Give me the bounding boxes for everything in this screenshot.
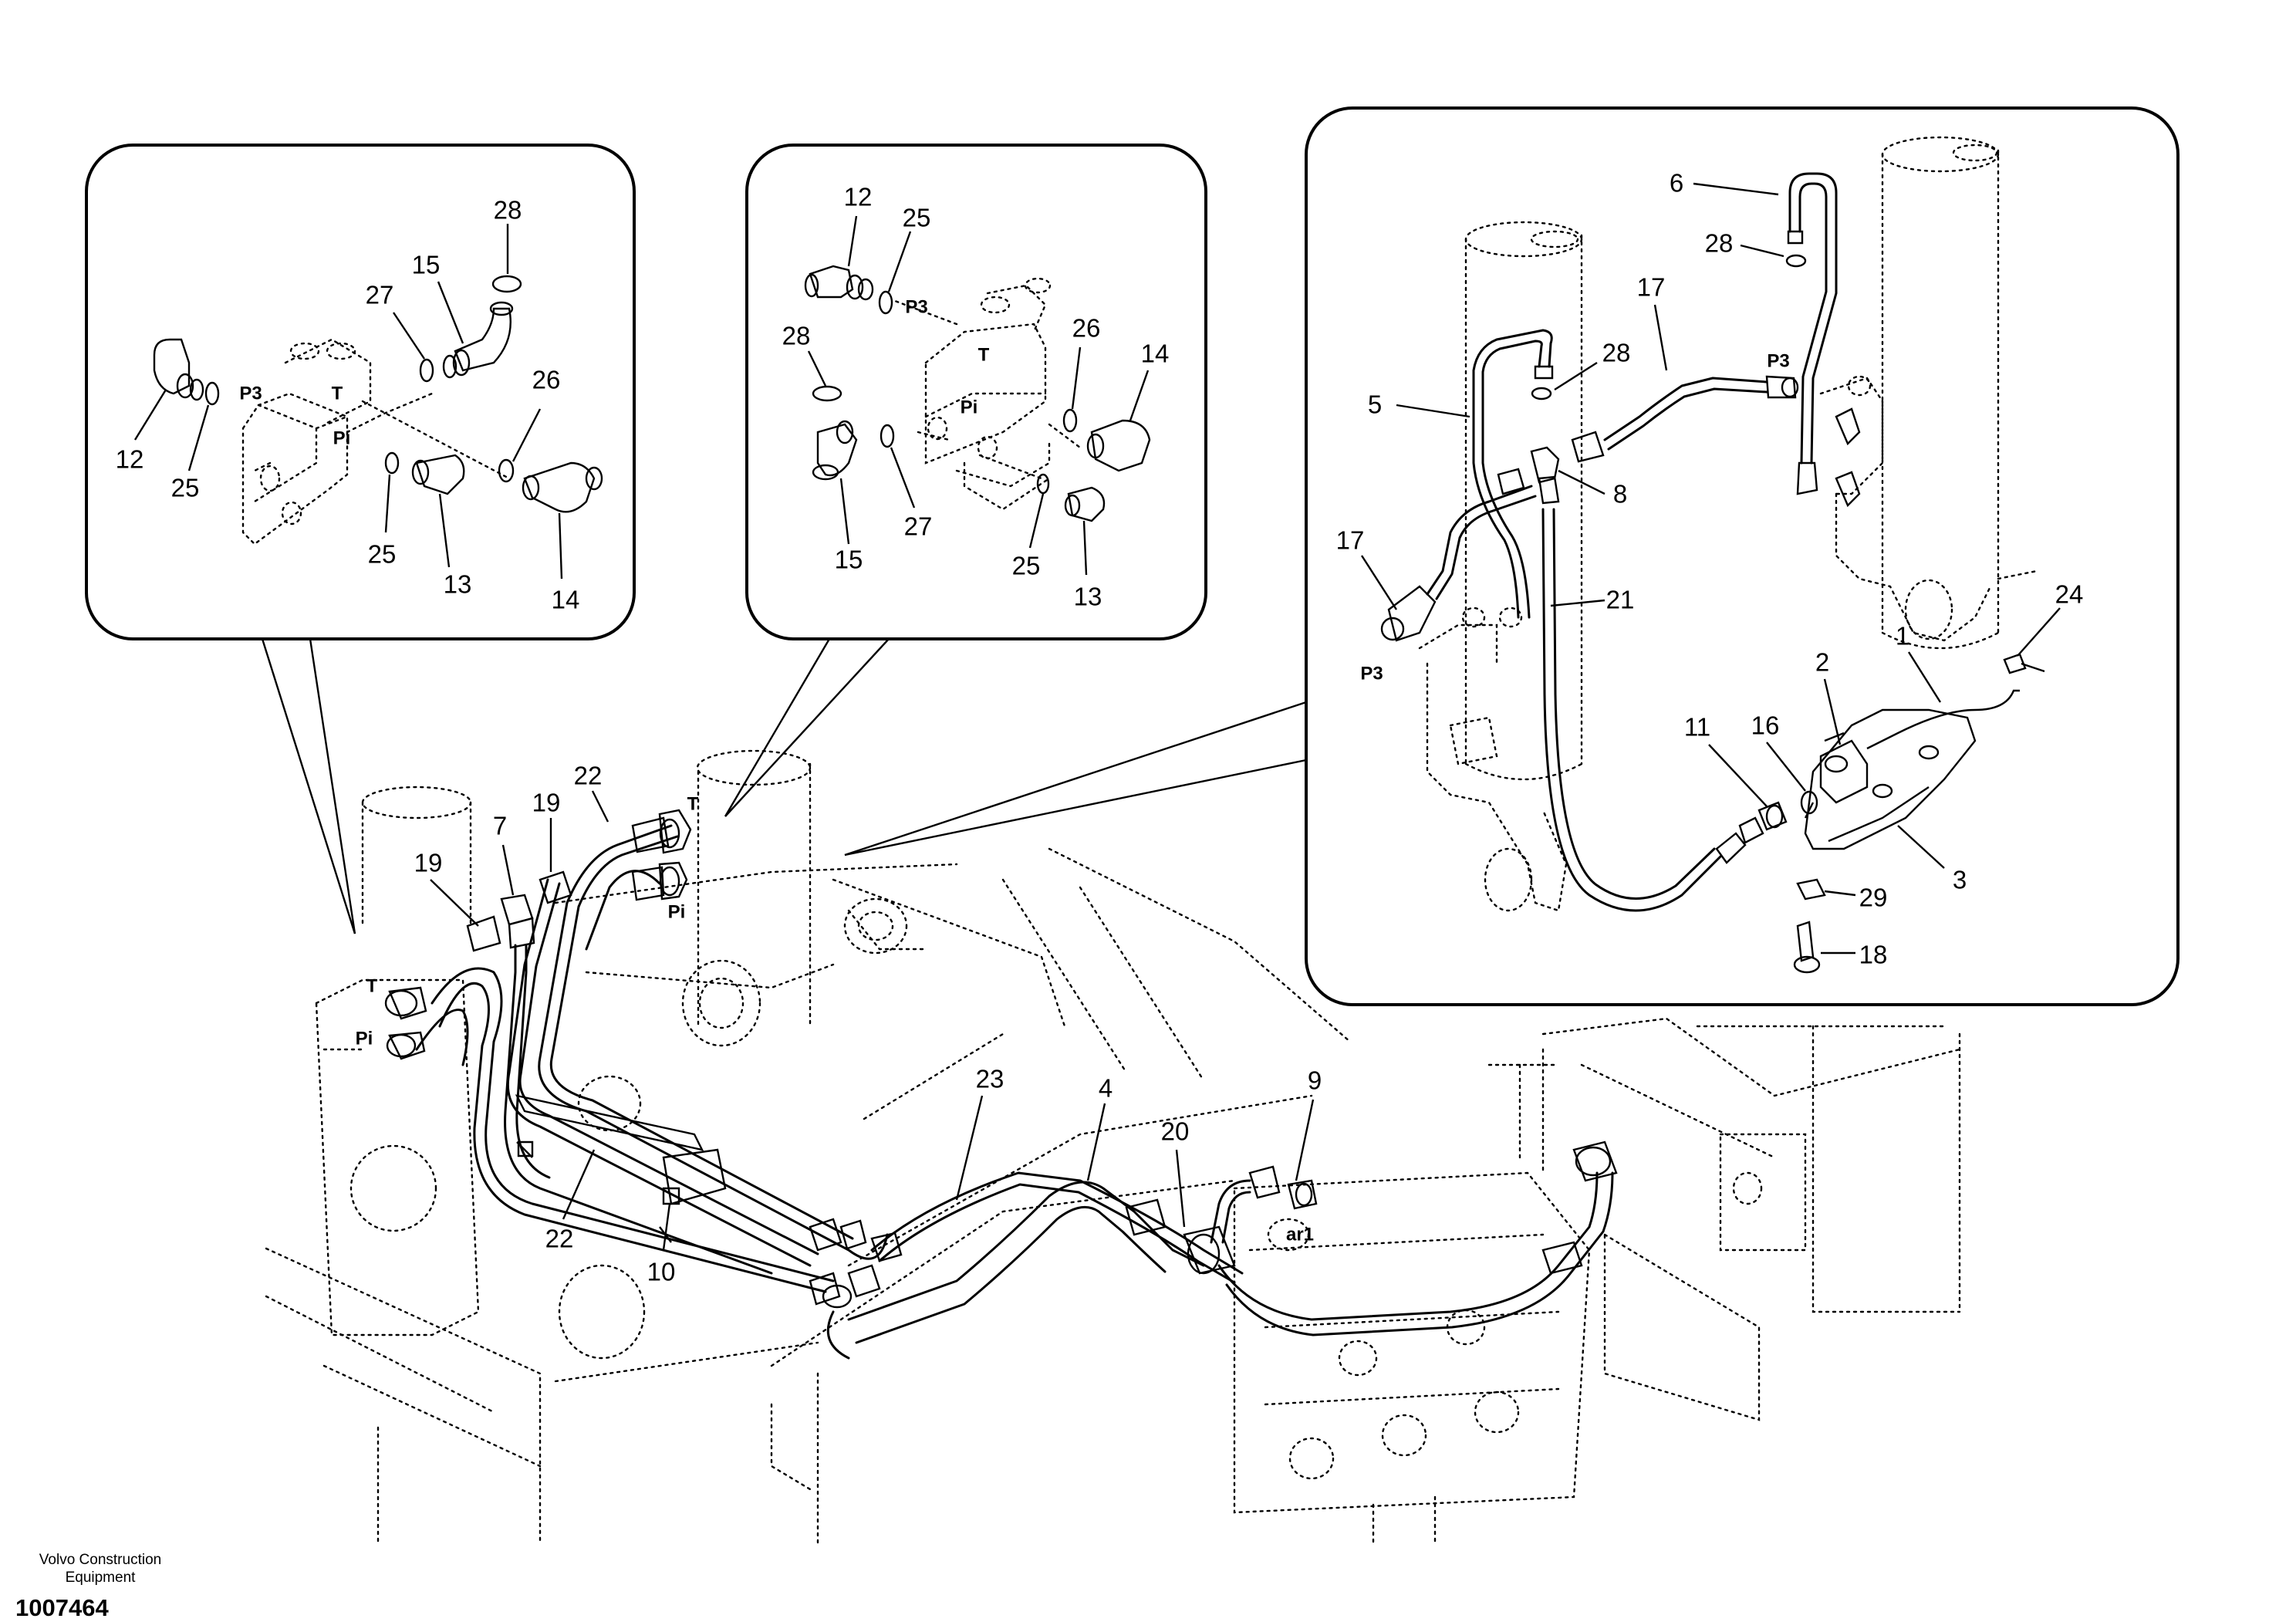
port-label-p3: P3 — [1767, 351, 1789, 372]
callout-12: 12 — [844, 183, 873, 211]
callout-6: 6 — [1670, 169, 1683, 198]
callout-19: 19 — [532, 789, 561, 817]
port-label-t: T — [687, 794, 699, 815]
callout-25: 25 — [368, 540, 397, 569]
callout-28: 28 — [494, 196, 522, 225]
callout-26: 26 — [1072, 314, 1101, 343]
callout-28: 28 — [1705, 229, 1734, 258]
callout-27: 27 — [904, 512, 933, 541]
machine-body-outline — [265, 749, 1961, 1545]
detail-panel-right: P3 P3 6 28 17 28 5 8 17 21 24 1 2 16 11 … — [1305, 106, 2180, 1006]
callout-5: 5 — [1368, 390, 1382, 419]
callout-17: 17 — [1637, 273, 1666, 302]
port-label-pi: Pi — [961, 397, 978, 418]
port-label-p3: P3 — [1360, 664, 1383, 684]
callout-17: 17 — [1336, 526, 1365, 555]
callout-28: 28 — [1602, 339, 1631, 367]
callout-23: 23 — [976, 1065, 1004, 1093]
callout-20: 20 — [1161, 1117, 1190, 1146]
callout-14: 14 — [552, 586, 580, 614]
callout-22: 22 — [574, 762, 603, 790]
detail-panel-middle: P3 T Pi 12 25 28 26 14 15 27 25 13 — [745, 144, 1207, 640]
callout-13: 13 — [444, 570, 472, 599]
callout-16: 16 — [1751, 711, 1780, 740]
port-label-t: T — [332, 384, 343, 404]
callout-28: 28 — [782, 322, 811, 350]
port-label-p3: P3 — [905, 297, 927, 318]
callout-19: 19 — [414, 849, 443, 877]
port-label-t: T — [366, 976, 378, 997]
brand-caption: Volvo Construction Equipment — [39, 1552, 162, 1586]
zoom-leader-lines — [261, 638, 1307, 934]
callout-22: 22 — [545, 1225, 574, 1253]
port-label-pi: Pi — [333, 428, 351, 449]
callout-11: 11 — [1684, 713, 1710, 742]
callout-10: 10 — [647, 1258, 676, 1286]
port-label-p3: P3 — [239, 384, 262, 404]
port-label-pi: Pi — [668, 902, 686, 923]
callout-18: 18 — [1859, 941, 1888, 969]
callout-15: 15 — [835, 546, 863, 574]
callout-9: 9 — [1308, 1066, 1322, 1095]
callout-14: 14 — [1141, 340, 1170, 368]
callout-15: 15 — [412, 251, 441, 279]
callout-3: 3 — [1953, 866, 1967, 894]
callout-13: 13 — [1074, 583, 1102, 611]
port-label-ar1: ar1 — [1286, 1225, 1314, 1245]
main-fittings — [384, 809, 1618, 1309]
callout-27: 27 — [366, 281, 394, 309]
callout-12: 12 — [116, 445, 144, 474]
callout-1: 1 — [1896, 622, 1909, 650]
callout-21: 21 — [1606, 586, 1635, 614]
callout-24: 24 — [2055, 580, 2084, 609]
port-label-pi: Pi — [356, 1029, 373, 1049]
callout-29: 29 — [1859, 884, 1888, 912]
main-hose-routing — [415, 824, 1614, 1360]
callout-4: 4 — [1099, 1074, 1113, 1103]
callout-2: 2 — [1815, 648, 1829, 677]
callout-8: 8 — [1613, 480, 1627, 509]
main-callouts: 22 19 7 19 23 4 9 20 22 10 — [414, 762, 1322, 1286]
callout-7: 7 — [493, 812, 507, 840]
callout-25: 25 — [1012, 552, 1041, 580]
drawing-number: 1007464 — [15, 1594, 109, 1621]
callout-25: 25 — [903, 204, 931, 232]
callout-26: 26 — [532, 366, 561, 394]
main-port-labels: T Pi T Pi ar1 — [356, 794, 1314, 1245]
detail-panel-left: P3 T Pi 28 27 15 12 25 26 25 13 14 — [85, 144, 636, 640]
port-label-t: T — [978, 345, 990, 366]
callout-25: 25 — [171, 474, 200, 502]
